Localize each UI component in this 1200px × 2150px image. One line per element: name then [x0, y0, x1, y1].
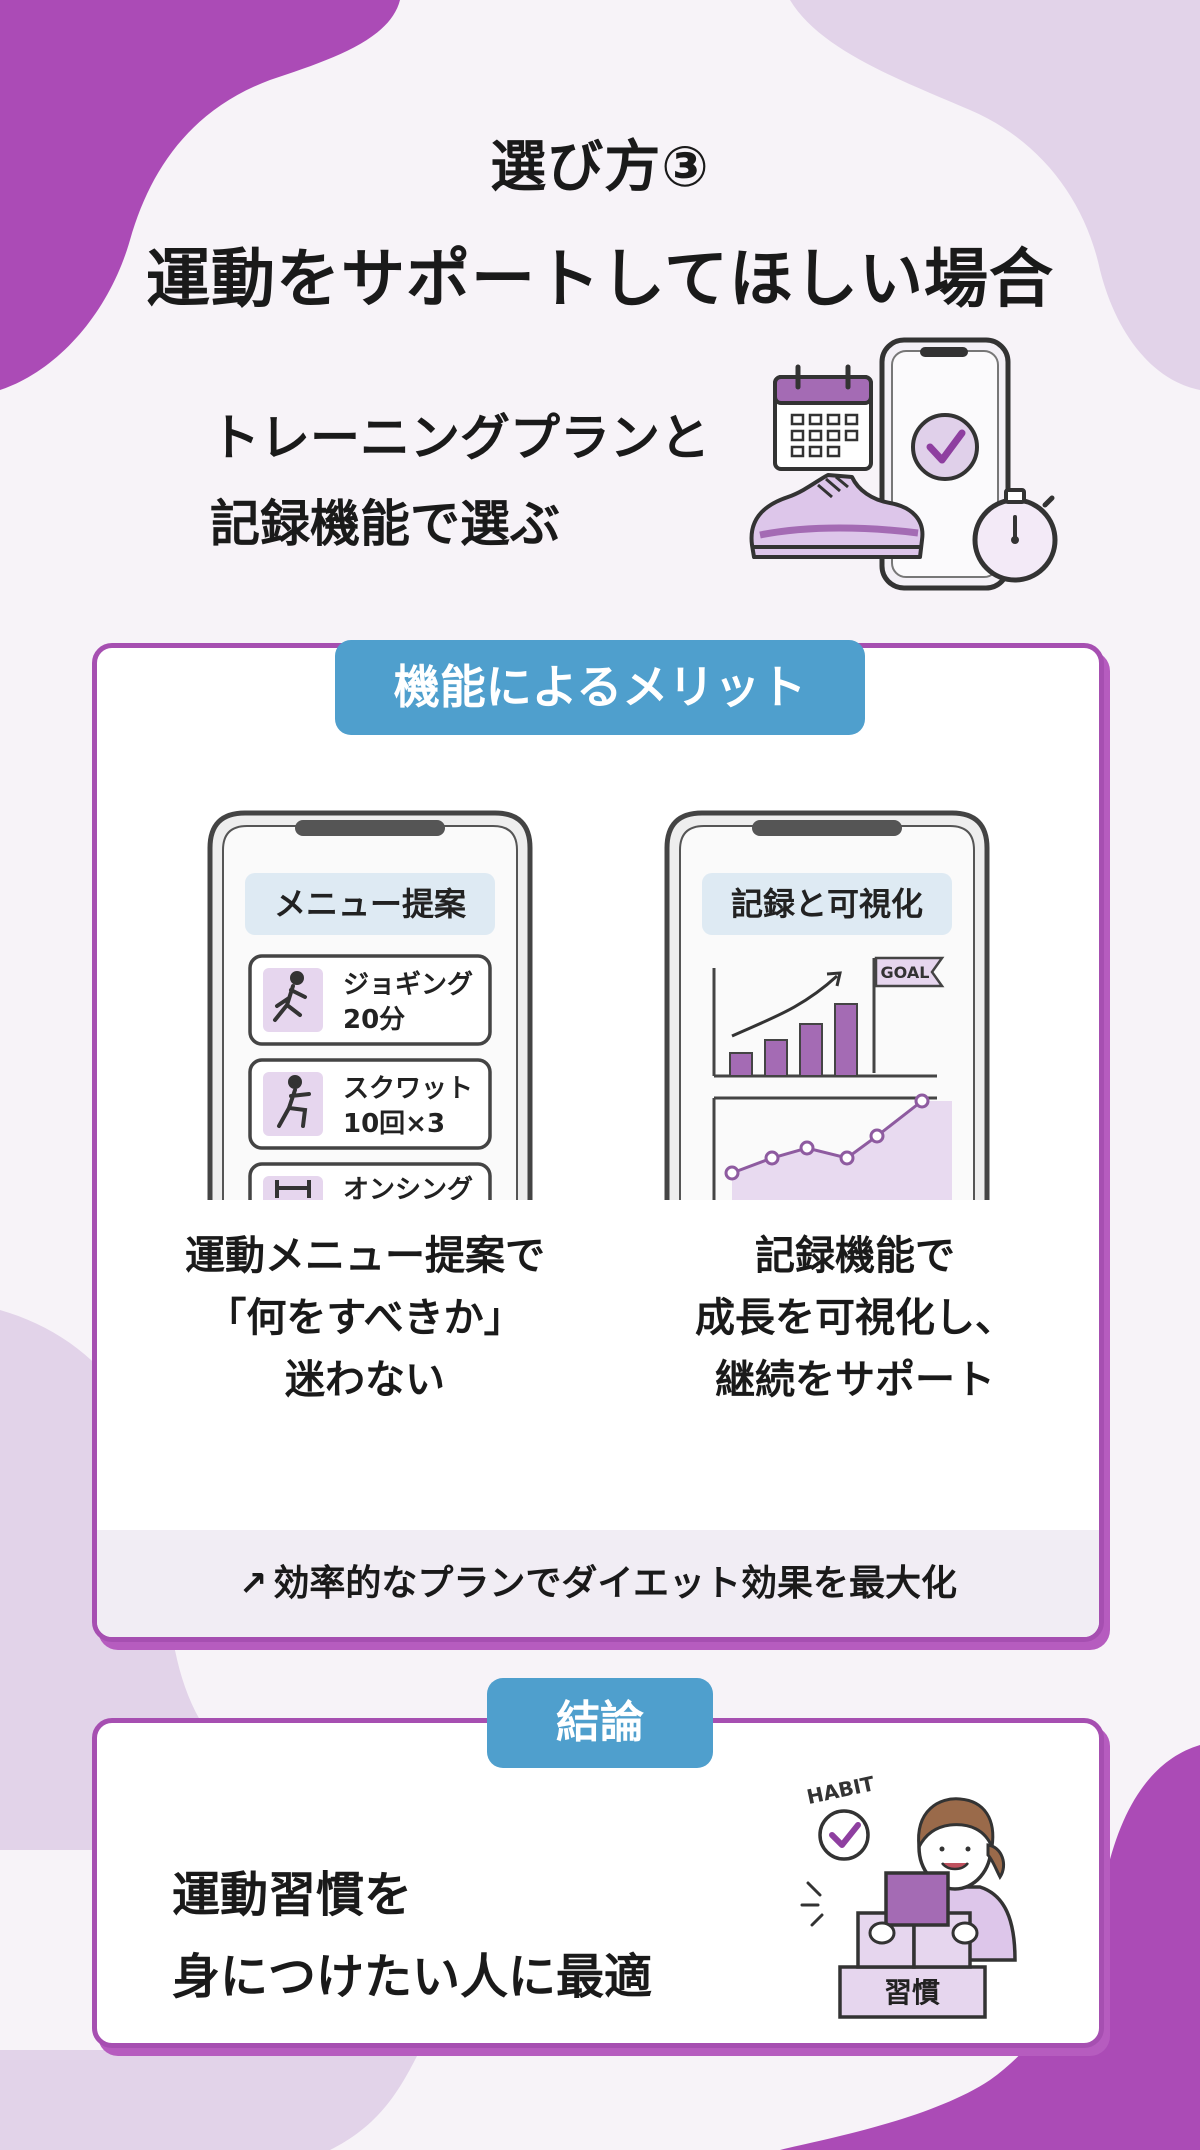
record-phone: 記録と可視化 GOAL: [662, 810, 992, 1203]
top-left-blob: [0, 0, 400, 390]
record-benefit-line3: 継続をサポート: [715, 1357, 995, 1403]
habit-illustration: HABIT 習慣: [800, 1771, 1017, 2019]
hero-illustration: [749, 337, 1058, 591]
menu-item-squat: スクワット 10回×3: [248, 1058, 492, 1150]
goal-label: GOAL: [881, 963, 930, 982]
menu-benefit-text: 運動メニュー提案で 「何をすべきか」 迷わない: [130, 1225, 600, 1411]
sneaker-icon: [749, 473, 925, 559]
page-title-line2: 運動をサポートしてほしい場合: [145, 243, 1055, 317]
check-circle-icon: [818, 1809, 870, 1861]
line-chart: [712, 1093, 952, 1200]
benefits-label: 機能によるメリット: [335, 640, 865, 735]
menu-item-partial: オンシング: [248, 1162, 492, 1203]
conclusion-line1: 運動習慣を: [172, 1867, 413, 1923]
record-benefit-text: 記録機能で 成長を可視化し、 継続をサポート: [640, 1225, 1070, 1411]
bar: [799, 1023, 823, 1077]
bottom-right-blob: [780, 1745, 1200, 2150]
data-point: [799, 1140, 815, 1156]
goal-flag-icon: GOAL: [872, 956, 945, 1073]
conclusion-line2: 身につけたい人に最適: [172, 1949, 653, 2005]
data-point: [724, 1165, 740, 1181]
bar-chart: GOAL: [712, 956, 945, 1078]
subtitle-line1: トレーニングプランと: [210, 409, 710, 467]
menu-benefit-line2: 「何をすべきか」: [206, 1295, 524, 1341]
bar: [764, 1039, 788, 1077]
data-point: [914, 1093, 930, 1109]
data-point: [839, 1150, 855, 1166]
menu-item-detail: 10回×3: [343, 1109, 445, 1139]
record-benefit-line1: 記録機能で: [755, 1233, 955, 1279]
habit-text: HABIT: [805, 1771, 877, 1809]
menu-item-name: スクワット: [343, 1074, 473, 1104]
bar: [834, 1003, 858, 1077]
calendar-icon: [773, 364, 873, 471]
record-header: 記録と可視化: [731, 885, 923, 923]
habit-box-label: 習慣: [884, 1976, 940, 2009]
menu-item-name: ジョギング: [343, 970, 473, 1000]
running-icon: [273, 971, 307, 1022]
top-right-blob: [790, 0, 1200, 390]
dumbbell-icon: [275, 1180, 311, 1198]
menu-item-name: オンシング: [343, 1175, 473, 1203]
menu-benefit-line3: 迷わない: [285, 1357, 445, 1403]
benefit-summary-band: ↗効率的なプランでダイエット効果を最大化: [97, 1530, 1099, 1637]
data-point: [869, 1128, 885, 1144]
stopwatch-icon: [972, 488, 1058, 583]
menu-item-detail: 20分: [343, 1005, 405, 1035]
subtitle-line2: 記録機能で選ぶ: [210, 495, 560, 553]
trend-arrow: [731, 974, 839, 1038]
benefit-summary-text: 効率的なプランでダイエット効果を最大化: [273, 1563, 958, 1604]
page-title-line1: 選び方③: [490, 135, 710, 200]
menu-benefit-line1: 運動メニュー提案で: [185, 1233, 545, 1279]
squat-icon: [277, 1075, 311, 1128]
menu-header: メニュー提案: [274, 885, 467, 923]
menu-phone: メニュー提案 ジョギング 20分 スクワット 10回×3 オンシング: [205, 810, 535, 1203]
trend-arrow-icon: ↗: [238, 1564, 268, 1604]
record-benefit-line2: 成長を可視化し、: [695, 1295, 1015, 1341]
bar: [729, 1052, 753, 1077]
conclusion-label: 結論: [487, 1678, 713, 1768]
data-point: [764, 1150, 780, 1166]
menu-item-jogging: ジョギング 20分: [248, 954, 492, 1046]
habit-boxes: 習慣: [838, 1871, 987, 2019]
check-circle-icon: [911, 413, 979, 481]
bottom-left-blob: [0, 2050, 420, 2150]
